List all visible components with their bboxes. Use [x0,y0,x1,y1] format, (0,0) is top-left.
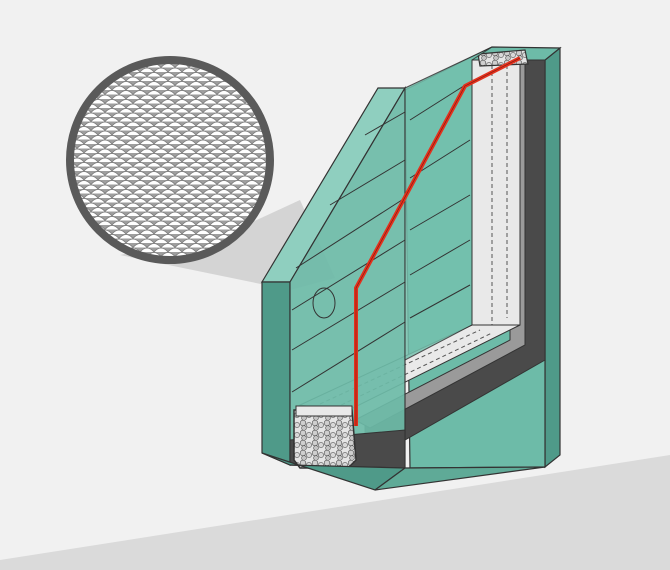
floor-shading [0,455,670,570]
back-pane-bottom-outline [374,466,546,491]
back-pane-edge [544,46,561,469]
glass-marker-circle [312,287,336,319]
front-pane-inner-face [404,46,493,361]
magnifier-coating-detail [66,56,274,264]
spacer-vertical [471,59,521,326]
coating-line-outline [355,57,521,426]
front-pane-edge [261,281,291,466]
desiccant-spacer-bottom [293,409,357,469]
spacer-cap [295,405,353,417]
